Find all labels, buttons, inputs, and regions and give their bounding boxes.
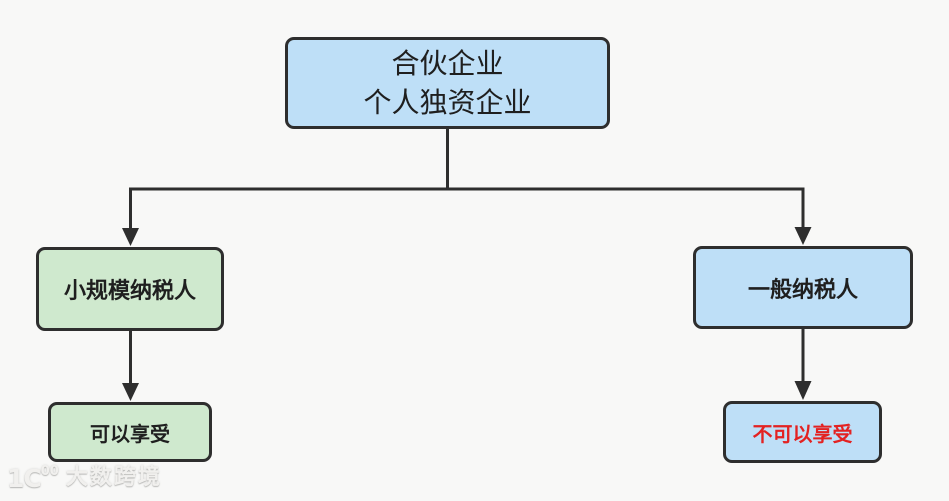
node-root-entity-types: 合伙企业 个人独资企业 [285, 37, 610, 129]
node-root-line1: 合伙企业 [391, 47, 504, 80]
node-cannot-enjoy: 不可以享受 [723, 401, 882, 463]
watermark-logo-main: 1C [7, 463, 42, 493]
node-cannot-enjoy-label: 不可以享受 [752, 421, 853, 446]
node-general-label: 一般纳税人 [747, 277, 858, 303]
node-small-scale-taxpayer: 小规模纳税人 [36, 247, 224, 331]
watermark-text: 大数跨境 [65, 465, 162, 490]
node-small-scale-label: 小规模纳税人 [63, 279, 196, 304]
watermark-dashu-kuajing: 1C00 大数跨境 [7, 461, 162, 495]
node-can-enjoy-label: 可以享受 [90, 421, 170, 446]
watermark-logo-icon: 1C00 [7, 463, 59, 493]
node-can-enjoy: 可以享受 [48, 402, 212, 462]
node-general-taxpayer: 一般纳税人 [693, 246, 913, 329]
node-root-line2: 个人独资企业 [363, 86, 532, 119]
watermark-logo-sup: 00 [40, 464, 59, 480]
